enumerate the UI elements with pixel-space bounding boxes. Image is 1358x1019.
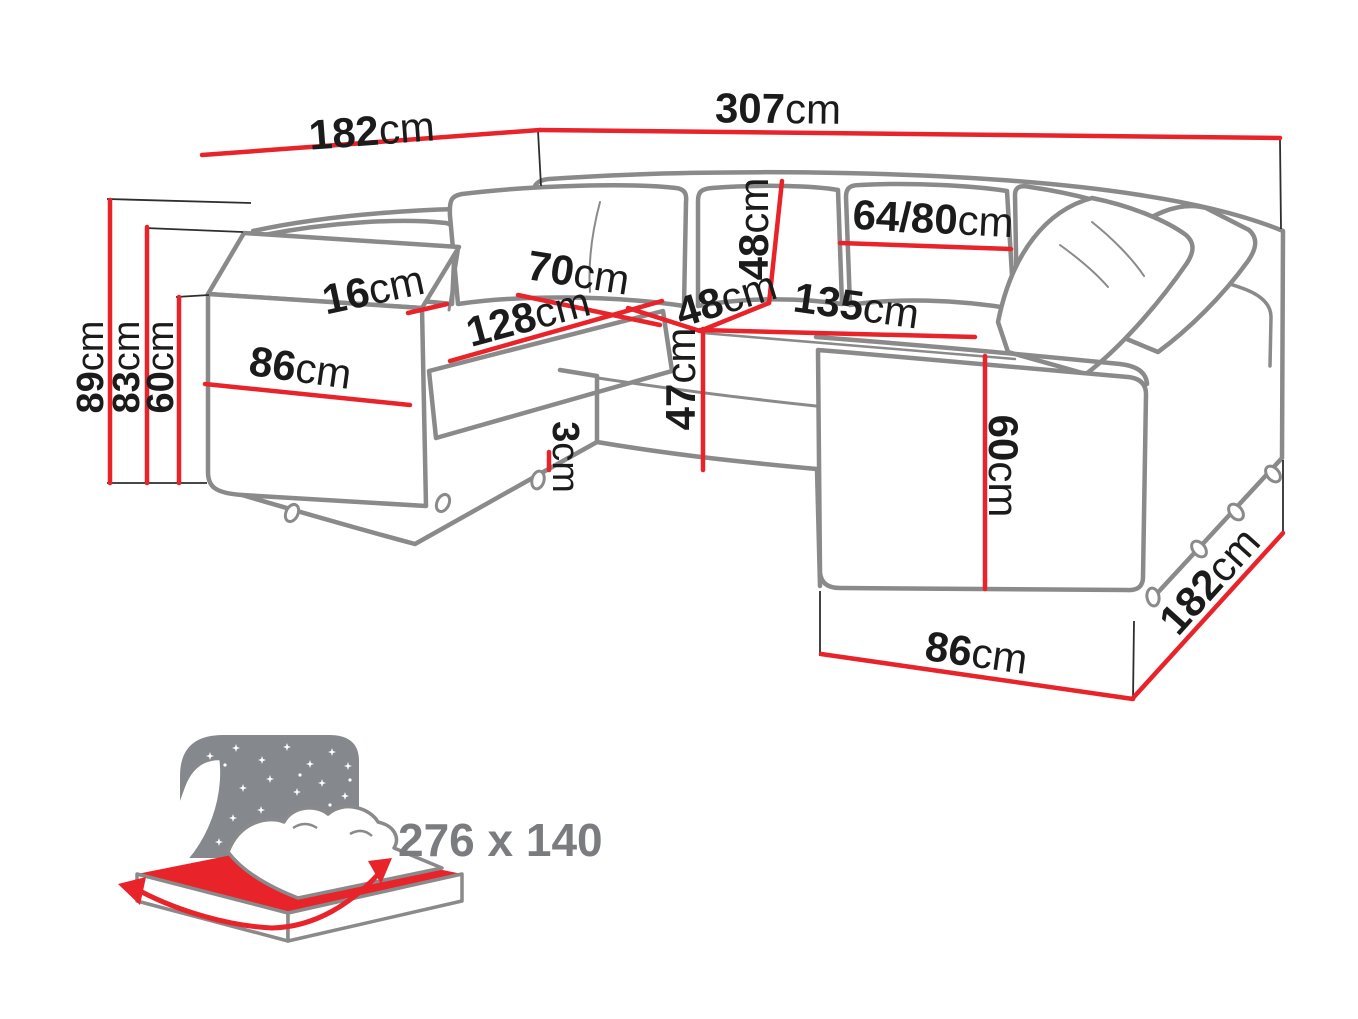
- bed-size-label: 276 x 140: [398, 814, 603, 866]
- back-cushion: [447, 183, 689, 309]
- cushion-crease: [1059, 244, 1109, 288]
- sofa-foot: [1227, 502, 1245, 522]
- dim-line-backrest-height: [766, 178, 785, 306]
- back-cushion: [695, 183, 845, 309]
- dim-line-headrest-width: [837, 240, 1014, 252]
- dim-line-back-width: [537, 127, 1283, 141]
- moon-crescent-shape: [156, 749, 221, 890]
- sofa-foot: [434, 492, 452, 514]
- label-back-width: 307cm: [715, 84, 842, 133]
- bed-blanket: [226, 804, 444, 900]
- seat-base-edge: [596, 376, 818, 408]
- label-arm-height-left: 60cm: [140, 321, 182, 414]
- sofa-feet: [283, 464, 1282, 608]
- label-total-height: 89cm: [70, 321, 112, 414]
- sofa-foot: [1145, 586, 1161, 608]
- dim-line-left-width: [199, 127, 543, 158]
- arrowhead-left: [118, 877, 146, 905]
- right-arm-front: [815, 347, 1149, 593]
- sofa-foot: [530, 469, 546, 491]
- left-arm-front: [205, 291, 429, 509]
- label-leg-height: 3cm: [544, 421, 586, 493]
- dim-line-right-length: [1130, 530, 1286, 701]
- extension-lines: [106, 130, 1284, 701]
- bed-mattress-side-right: [286, 872, 464, 943]
- sleeping-area-bed-icon: 276 x 140: [118, 735, 603, 943]
- label-left-width: 182cm: [307, 102, 436, 158]
- label-seat-width-right: 135cm: [791, 274, 922, 338]
- dim-line-seat-width-left: [447, 298, 665, 364]
- extension-line: [537, 130, 542, 187]
- left-arm-inner-edge: [447, 245, 461, 312]
- blanket-fold: [292, 822, 318, 830]
- dim-line-arm-thickness: [405, 301, 450, 316]
- arrowhead-right: [368, 858, 392, 884]
- cushion-crease: [588, 201, 601, 293]
- label-arm-height-right: 60cm: [980, 415, 1027, 518]
- extension-line: [144, 227, 244, 233]
- extension-line: [1132, 620, 1135, 701]
- extension-line: [175, 294, 210, 298]
- bed-dimension-arrow: [138, 868, 384, 931]
- label-back-height: 83cm: [106, 321, 148, 414]
- right-arm-top-edge: [813, 334, 1150, 387]
- label-arm-depth-left: 86cm: [246, 337, 354, 398]
- dimension-labels: 182cm 307cm 89cm 83cm 60cm 16cm 70cm 128…: [70, 84, 1269, 683]
- label-seat-height: 47cm: [657, 328, 704, 431]
- dim-line-arm-depth-right: [818, 651, 1136, 702]
- corner-cushion-front: [995, 195, 1195, 377]
- cushion-crease: [1091, 221, 1145, 277]
- label-headrest-width: 64/80cm: [852, 191, 1015, 246]
- sofa-foot: [283, 502, 301, 524]
- label-backrest-height: 48cm: [730, 178, 777, 281]
- label-arm-thickness: 16cm: [318, 256, 428, 323]
- blanket-fold: [349, 829, 373, 837]
- sofa-foot: [1264, 464, 1282, 484]
- dimension-lines: [107, 127, 1286, 702]
- sofa-bottom-contour: [239, 439, 823, 589]
- dim-line-arm-depth-left: [202, 381, 413, 408]
- label-arm-depth-right: 86cm: [922, 622, 1030, 683]
- right-seat-seam: [701, 331, 1017, 361]
- dim-line-seat-width-right: [697, 327, 978, 340]
- corner-seat-front: [557, 367, 600, 445]
- dim-line-seat-depth: [515, 292, 663, 328]
- sofa-foot: [1190, 539, 1208, 559]
- seat-front-edges: [426, 308, 675, 441]
- extension-line: [106, 198, 252, 204]
- extension-line: [1279, 139, 1282, 230]
- label-seat-depth: 70cm: [524, 241, 633, 303]
